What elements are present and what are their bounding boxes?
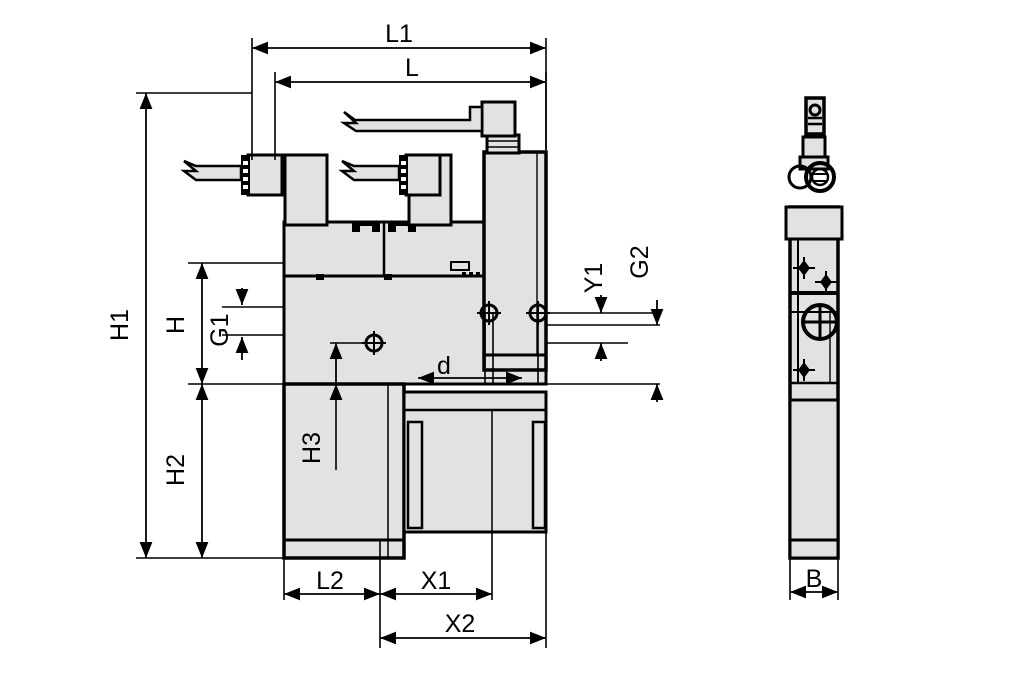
dimension-lines	[136, 38, 839, 648]
dimension-label-d: d	[437, 352, 451, 380]
dimension-label-G2: G2	[626, 245, 654, 278]
dimension-label-X1: X1	[421, 567, 452, 595]
body-tab-2	[384, 274, 392, 280]
top-sensor-cable	[339, 105, 484, 133]
sensor-cable-right	[338, 159, 401, 182]
side-view-geometry	[784, 96, 844, 560]
sensor-rib-left-3	[243, 177, 248, 181]
side-fitting-port	[808, 103, 822, 117]
body-dot-3	[476, 272, 480, 276]
sensor-collar-right	[399, 155, 408, 195]
sensor-rib-left-4	[243, 185, 248, 189]
sensor-rib-right-1	[401, 161, 406, 165]
lower-left-housing	[282, 382, 406, 560]
dimension-label-H: H	[162, 316, 190, 334]
side-base-plate	[788, 538, 840, 560]
dimension-label-X2: X2	[445, 610, 476, 638]
sensor-rib-right-4	[401, 185, 406, 189]
front-view-geometry	[180, 100, 550, 560]
cylinder-rod-right	[531, 420, 547, 530]
jaw-finger-left	[283, 153, 329, 227]
dimension-label-H2: H2	[162, 454, 190, 486]
dimension-label-Y1: Y1	[580, 263, 608, 294]
jaw-notch-left	[352, 222, 380, 232]
cylinder-rod-left	[406, 420, 424, 530]
valve-tower	[482, 150, 548, 372]
tower-elbow-fitting	[480, 100, 517, 138]
tower-fitting-collar	[485, 133, 521, 155]
sensor-rib-right-2	[401, 169, 406, 173]
sensor-body-left	[246, 153, 284, 197]
dimension-label-H3: H3	[298, 432, 326, 464]
dimension-label-B: B	[806, 565, 823, 593]
sensor-rib-left-2	[243, 169, 248, 173]
body-dot-1	[462, 272, 466, 276]
dimension-label-L1: L1	[385, 20, 413, 48]
sensor-collar-left	[241, 155, 250, 195]
sensor-rib-right-3	[401, 177, 406, 181]
dimension-label-H1: H1	[106, 309, 134, 341]
dimension-labels: L1 L H1 H H2 G1 H3 Y1 G2 d L2 X1 X2 B	[106, 20, 822, 638]
side-lower-block	[788, 398, 840, 542]
sensor-cable-left	[180, 159, 243, 182]
side-screw-head-main	[804, 161, 836, 193]
side-center-boss	[801, 303, 839, 341]
body-tab-1	[316, 274, 324, 280]
side-top-cap	[784, 205, 844, 241]
body-detail-pad	[450, 261, 470, 271]
dimension-label-L2: L2	[316, 567, 344, 595]
sensor-body-right	[404, 153, 442, 197]
dimension-label-L: L	[405, 54, 419, 82]
side-screw-head-second	[787, 164, 813, 190]
side-center-marks	[793, 257, 837, 381]
lower-right-cylinder	[402, 390, 548, 534]
sensor-rib-left-1	[243, 161, 248, 165]
body-dot-2	[469, 272, 473, 276]
dimension-label-G1: G1	[206, 313, 234, 346]
